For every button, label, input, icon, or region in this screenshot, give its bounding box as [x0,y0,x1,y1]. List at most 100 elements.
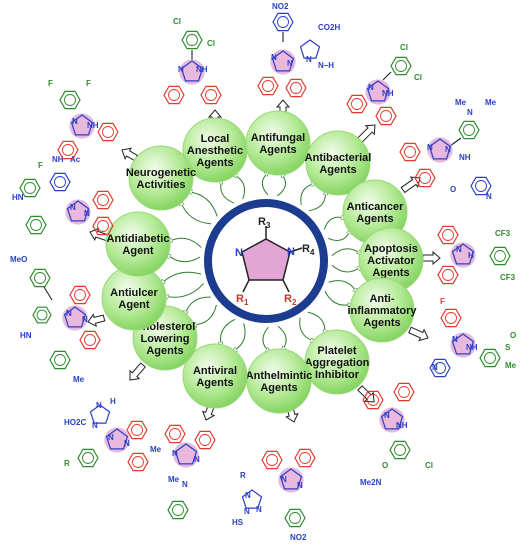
atom-s_local_cl1: Cl [173,17,181,26]
aromatic-circle [168,89,180,101]
aromatic-circle [64,94,76,106]
five-membered-ring [299,39,321,59]
atom-s_neur_f2: F [86,79,91,88]
atom-s_canc_nme2: N [467,108,473,117]
activity-node-label: Platelet [317,345,356,357]
aromatic-circle [475,180,487,192]
activity-node-label: Apoptosis [364,243,418,255]
aromatic-circle [367,394,379,406]
svg-text:R4: R4 [302,243,315,257]
benzene-ring [470,176,492,196]
activity-node-label: inflammatory [347,305,417,317]
atom-s_anth_trz2: N [256,505,262,514]
activity-node-label: Antifungal [251,132,305,144]
activity-node-label: Agent [122,245,154,257]
atom-s_fung_n3: N [306,55,312,64]
activity-node-label: Local [201,133,230,145]
activity-nodes: LocalAnestheticAgentsAntifungalAgentsAnt… [101,110,424,414]
r3-label: R [258,216,266,228]
outward-arrow-3 [400,176,421,194]
atom-s_diab_ac: Ac [70,155,81,164]
benzene-ring [200,85,222,105]
atom-s_vir_n2: N [194,455,200,464]
aromatic-circle [463,124,475,136]
outward-arrow-4 [422,250,441,266]
five-membered-ring [174,443,198,465]
atom-s_chol_r: R [64,459,70,468]
aromatic-circle [172,504,184,516]
atom-s_anth_n: N [281,475,287,484]
connector-curve-0 [233,175,246,200]
five-membered-ring [271,50,295,72]
benzene-ring [49,350,71,370]
benzene-ring [257,76,279,96]
atom-s_infl_me: Me [505,361,517,370]
benzene-ring [92,190,114,210]
aromatic-circle [30,219,42,231]
five-membered-ring [66,200,90,222]
r2-sub: 2 [292,298,297,307]
activity-node-label: Agents [146,345,183,357]
atom-s_ulc_hn: HN [20,331,32,340]
connector-curve-4 [331,248,361,257]
atom-s_anth_hs: HS [232,518,244,527]
activity-node-label: Antibacterial [305,152,372,164]
atom-s_apop_n: N [456,245,462,254]
benzene-ring [429,358,451,378]
five-membered-ring [366,80,390,102]
benzene-ring [437,225,459,245]
activity-node-label: Agents [260,382,297,394]
benzene-ring [399,142,421,162]
benzene-ring [57,140,79,160]
connector-curve-7 [277,325,287,350]
atom-s_diab_n: N [70,203,76,212]
n-right: N [287,246,295,258]
atom-s_canc_nh: NH [459,153,471,162]
atom-s_infl_s: S [505,343,511,352]
aromatic-circle [442,269,454,281]
connector-curve-1 [277,173,286,197]
atom-s_local_nh: NH [196,65,208,74]
atom-s_chol_n3: N [108,433,114,442]
connector-curve-1 [261,172,268,196]
atom-s_fung_n2: N [287,59,293,68]
connector-curve-2 [308,191,326,212]
atom-s_canc_o: O [450,185,456,194]
atom-s_canc_me1: Me [455,98,467,107]
atom-s_chol_n1: N [96,401,102,410]
aromatic-circle [380,110,392,122]
activity-node-label: Agents [372,267,409,279]
r1-label: R [236,293,244,305]
aromatic-circle [289,512,301,524]
aromatic-circle [186,34,198,46]
activity-node-label: Antiulcer [110,287,158,299]
aromatic-circle [445,312,457,324]
atom-s_canc_pyn: N [486,192,492,201]
aromatic-circle [97,220,109,232]
atom-s_ulc_n2: N [82,315,88,324]
outward-arrow-5 [408,326,429,342]
atom-s_neur_f1: F [48,79,53,88]
aromatic-circle [394,444,406,456]
five-membered-ring [241,489,263,509]
five-membered-ring [428,138,452,160]
benzene-ring [49,172,71,192]
atom-s_anth_no2: NO2 [290,533,307,542]
aromatic-circle [102,126,114,138]
r2-label: R [284,293,292,305]
five-membered-ring [70,114,94,136]
activity-node-label: Agents [356,213,393,225]
activity-node-label: Antidiabetic [107,233,170,245]
r1-sub: 1 [244,298,249,307]
five-membered-ring [89,404,111,424]
benzene-ring [389,440,411,460]
aromatic-circle [404,146,416,158]
aromatic-circle [169,428,181,440]
connector-arrows [161,172,361,352]
aromatic-circle [24,182,36,194]
atom-s_plat_nme2: Me2N [360,478,382,487]
